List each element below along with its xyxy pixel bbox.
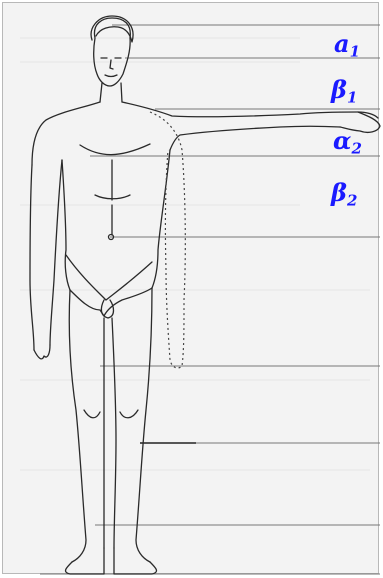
right-foot (114, 548, 156, 574)
head-outline (94, 18, 131, 86)
left-hand (34, 345, 50, 359)
right-leg-outer (136, 288, 152, 562)
genital (101, 300, 113, 318)
torso-right-side (152, 150, 170, 288)
label-a1-subscript: 1 (350, 43, 360, 61)
scan-texture (20, 38, 370, 470)
torso-left-side (62, 160, 70, 290)
label-a1-symbol: a (334, 29, 350, 58)
left-leg-outer (69, 290, 86, 562)
label-beta2: β2 (331, 181, 357, 209)
label-beta1-symbol: β (331, 75, 347, 104)
arm-lowered-dotted (150, 112, 185, 368)
body-outline (30, 16, 380, 574)
left-foot (66, 548, 104, 574)
abdomen (95, 160, 130, 235)
face-features (101, 58, 121, 77)
left-arm-outer (30, 165, 34, 350)
label-a1: a1 (334, 32, 360, 60)
label-beta1: β1 (331, 78, 357, 106)
right-arm-bottom (170, 126, 340, 150)
left-arm-inner (50, 160, 62, 345)
label-alpha2-symbol: α (333, 126, 351, 155)
guide-lines (40, 25, 380, 574)
label-beta1-subscript: 1 (347, 89, 357, 107)
label-alpha2: α2 (333, 129, 362, 157)
chest-line (80, 144, 150, 155)
knees (84, 410, 138, 418)
left-shoulder (32, 102, 100, 165)
label-beta2-subscript: 2 (347, 192, 357, 210)
right-leg-inner (112, 318, 116, 548)
label-beta2-symbol: β (331, 178, 347, 207)
label-alpha2-subscript: 2 (351, 140, 361, 158)
loincloth (66, 255, 152, 300)
